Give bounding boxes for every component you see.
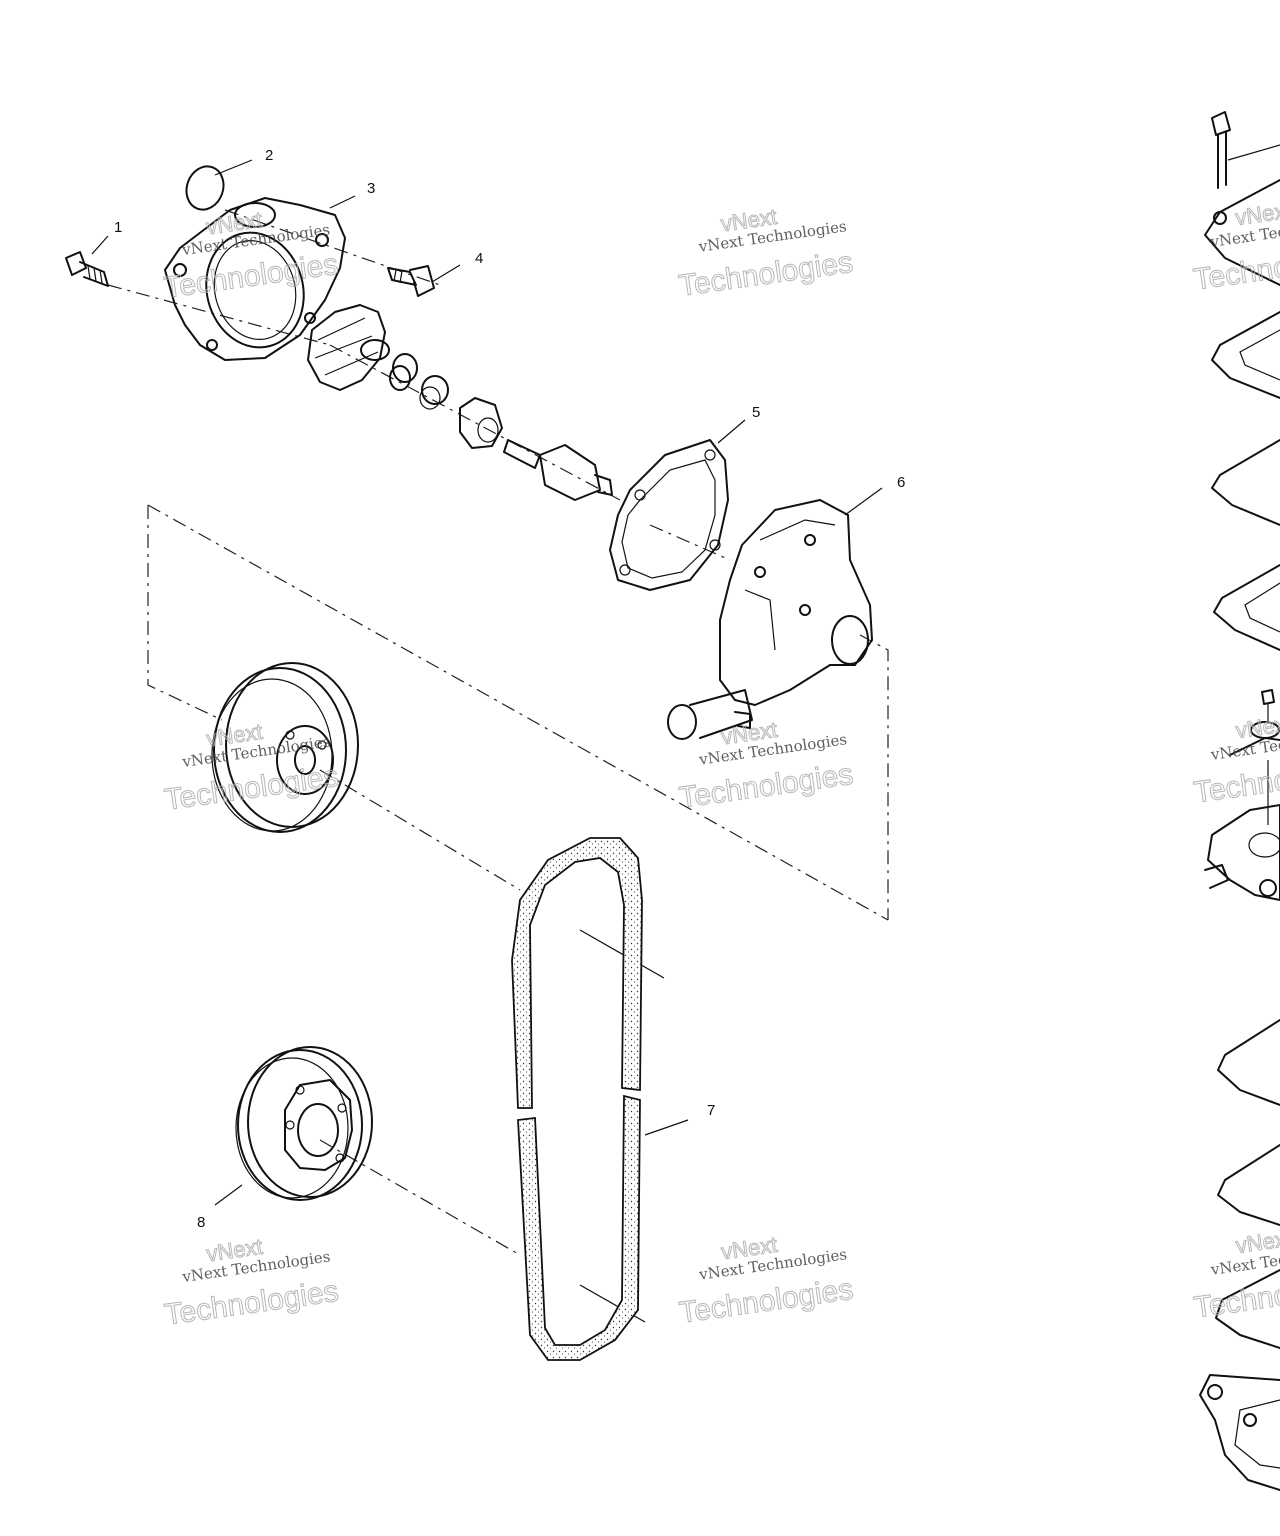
- bolt-small-part: [387, 265, 435, 297]
- svg-text:Technologies: Technologies: [1191, 240, 1280, 297]
- watermark-mid-center: vNext vNext Technologies Technologies: [677, 716, 856, 815]
- watermark-right-bottom: vNext vNext Technologies Technologies: [1191, 1225, 1280, 1325]
- impeller-part: [307, 304, 390, 391]
- watermarks: vNext vNext Technologies Technologies vN…: [162, 197, 1280, 1332]
- watermark-top-center: vNext vNext Technologies Technologies: [676, 203, 855, 303]
- pump-cover-part: [164, 197, 346, 361]
- watermark-top-left: vNext vNext Technologies Technologies: [162, 206, 341, 305]
- callout-7: 7: [707, 1102, 715, 1119]
- watermark-bottom-left: vNext vNext Technologies Technologies: [162, 1233, 341, 1332]
- pump-housing-part: [667, 499, 873, 740]
- right-assembly-partial: [1199, 111, 1280, 1491]
- callout-5: 5: [752, 404, 760, 421]
- o-ring-part: [185, 165, 225, 211]
- pulley-upper-part: [211, 662, 359, 833]
- gasket-part: [609, 439, 729, 591]
- callout-labels: 1 2 3 4 5 6 7 8: [114, 147, 905, 1231]
- belt-part: [511, 837, 643, 1361]
- callout-3: 3: [367, 180, 375, 197]
- watermark-right-mid: vNext vNext Technologies Technologies: [1191, 710, 1280, 810]
- callout-2: 2: [265, 147, 273, 164]
- watermark-right-top: vNext vNext Technologies Technologies: [1191, 197, 1280, 297]
- callout-6: 6: [897, 474, 905, 491]
- callout-8: 8: [197, 1214, 205, 1231]
- leader-lines: [91, 159, 883, 1206]
- watermark-mid-left: vNext vNext Technologies Technologies: [162, 718, 341, 817]
- seal-stack: [389, 353, 503, 449]
- watermark-bottom-center: vNext vNext Technologies Technologies: [677, 1231, 856, 1330]
- callout-4: 4: [475, 250, 483, 267]
- svg-text:Technologies: Technologies: [1192, 752, 1280, 809]
- pulley-crank-part: [235, 1046, 373, 1201]
- callout-1: 1: [114, 219, 122, 236]
- shaft-part: [503, 439, 613, 501]
- bolt-part: [65, 251, 109, 287]
- assembly-axis-lines: [107, 209, 889, 1323]
